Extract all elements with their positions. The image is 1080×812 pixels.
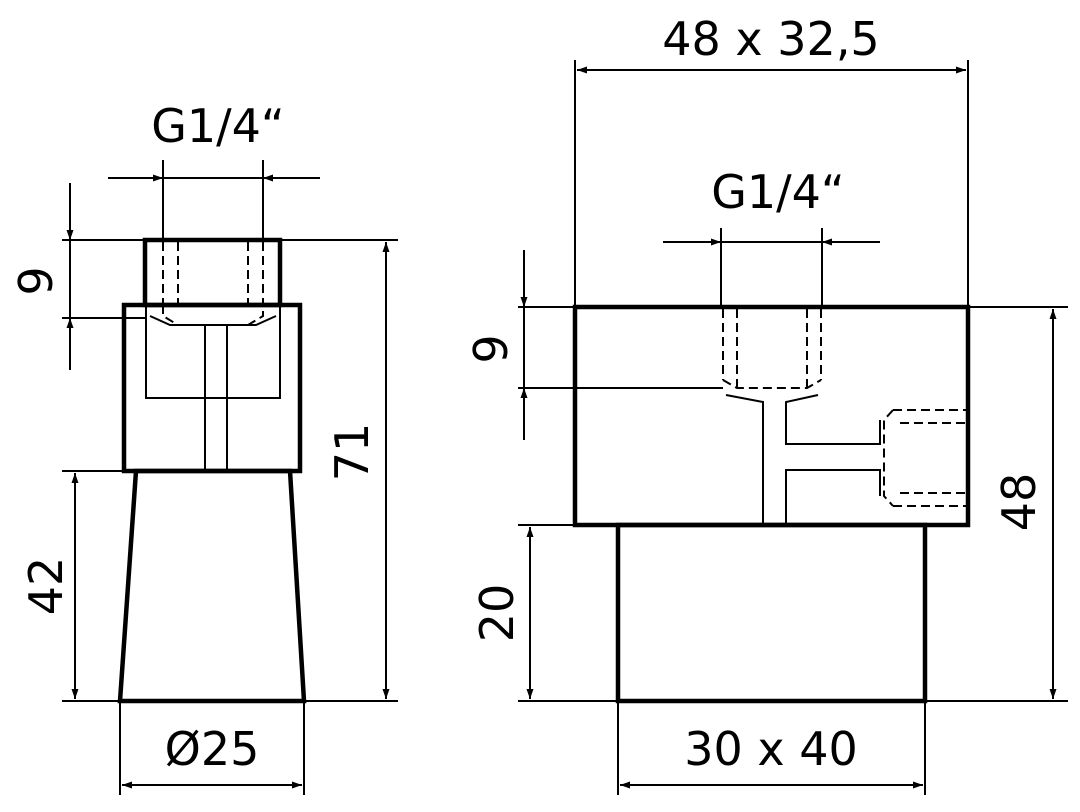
right-block-height-label: 48 — [992, 473, 1046, 532]
left-base-height-label: 42 — [19, 557, 73, 616]
right-thread-dimension: G1/4“ — [663, 165, 880, 307]
right-internal-lines — [577, 387, 881, 523]
left-thread-dimension: G1/4“ — [108, 99, 320, 240]
left-hidden-lines — [162, 242, 264, 326]
right-depth-dimension: 9 — [464, 250, 577, 440]
right-overall-dimension: 48 x 32,5 — [574, 12, 969, 307]
left-view: G1/4“ 9 71 42 — [9, 99, 398, 795]
left-depth-dimension: 9 — [9, 183, 146, 370]
left-base-height-dimension: 42 — [19, 470, 136, 702]
right-hidden-lines — [722, 309, 966, 507]
right-depth-label: 9 — [464, 334, 518, 363]
right-base-height-dimension: 20 — [470, 524, 618, 702]
left-total-height-dimension: 71 — [280, 239, 398, 702]
left-total-height-label: 71 — [325, 423, 379, 482]
left-diameter-dimension: Ø25 — [119, 701, 305, 795]
left-thread-label: G1/4“ — [151, 99, 285, 153]
left-outline — [117, 237, 307, 704]
right-thread-label: G1/4“ — [711, 165, 845, 219]
right-base-size-dimension: 30 x 40 — [617, 701, 926, 795]
left-diameter-label: Ø25 — [165, 722, 260, 776]
left-internal-lines — [145, 305, 281, 471]
right-base-size-label: 30 x 40 — [684, 722, 858, 776]
right-outline — [572, 304, 971, 704]
right-view: 48 x 32,5 G1/4“ 9 48 — [464, 12, 1068, 795]
right-overall-label: 48 x 32,5 — [662, 12, 879, 66]
right-block-height-dimension: 48 — [925, 306, 1068, 702]
left-depth-label: 9 — [9, 266, 63, 295]
right-base-height-label: 20 — [470, 584, 524, 643]
